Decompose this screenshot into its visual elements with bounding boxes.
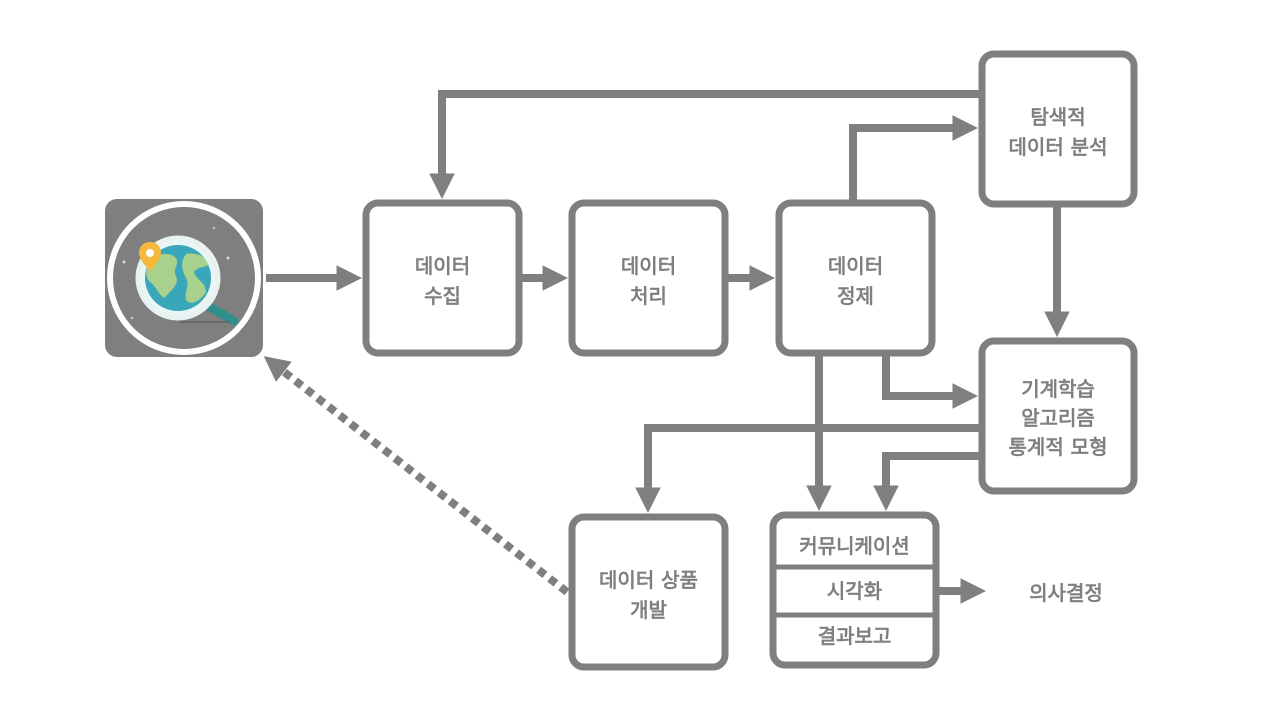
- exploratory-analysis-label-line1: 탐색적: [1030, 105, 1085, 129]
- ml-statistical-model-box: [978, 337, 1138, 495]
- location-pin-icon: [139, 242, 161, 271]
- data-cleaning-label-line1: 데이터: [828, 254, 883, 278]
- data-processing-box: [568, 199, 729, 357]
- data-cleaning-label-line2: 정제: [837, 284, 874, 308]
- decision-making-label: 의사결정: [1029, 581, 1103, 605]
- data-product-label-line1: 데이터 상품: [599, 568, 698, 592]
- dotted-arrow-product-to-icon: [263, 356, 570, 596]
- exploratory-analysis-label-line2: 데이터 분석: [1009, 135, 1108, 159]
- arrow-cleaning-to-ml: [882, 356, 978, 409]
- data-processing-label-line1: 데이터: [621, 254, 676, 278]
- communication-box: [769, 511, 940, 669]
- ml-label-line2: 알고리즘: [1021, 406, 1095, 430]
- result-report-row-label: 결과보고: [818, 624, 892, 648]
- visualization-row-label: 시각화: [827, 579, 883, 603]
- data-product-box: [568, 513, 729, 671]
- data-collection-label-line1: 데이터: [415, 254, 470, 278]
- ml-label-line1: 기계학습: [1021, 377, 1095, 401]
- exploratory-analysis-box: [978, 50, 1138, 208]
- data-cleaning-box: [775, 199, 936, 357]
- ml-label-line3: 통계적 모형: [1009, 435, 1108, 459]
- arrow-eda-to-collection: [429, 90, 979, 199]
- communication-row-label: 커뮤니케이션: [799, 534, 909, 558]
- arrow-ml-to-product: [635, 424, 979, 513]
- arrow-ml-to-communication: [873, 452, 979, 511]
- arrow-cleaning-to-eda: [849, 115, 978, 200]
- data-processing-label-line2: 처리: [630, 284, 667, 308]
- data-collection-label-line2: 수집: [424, 284, 461, 308]
- data-collection-box: [362, 199, 523, 357]
- globe-search-icon: [105, 199, 263, 357]
- data-product-label-line2: 개발: [630, 598, 667, 622]
